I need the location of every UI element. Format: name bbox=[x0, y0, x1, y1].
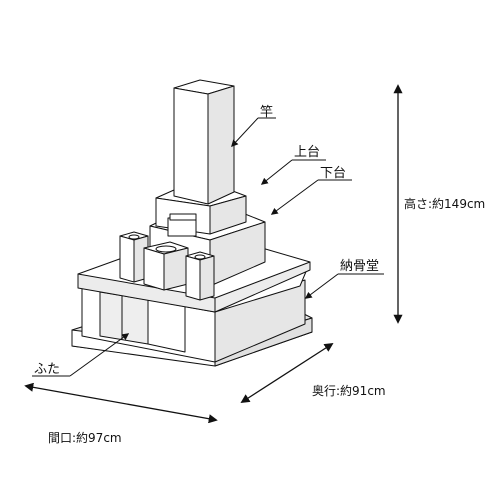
label-gedai: 下台 bbox=[320, 166, 346, 181]
flower-vase-right bbox=[185, 251, 215, 301]
label-sao: 竿 bbox=[260, 104, 273, 120]
depth-arrow bbox=[240, 343, 334, 403]
incense-holder bbox=[143, 241, 189, 291]
label-width: 間口:約97cm bbox=[48, 430, 122, 445]
label-jodai: 上台 bbox=[294, 145, 320, 160]
label-futa: ふた bbox=[34, 362, 60, 377]
width-arrow bbox=[24, 382, 218, 424]
label-height: 高さ:約149cm bbox=[404, 196, 485, 211]
main-pillar bbox=[173, 79, 235, 205]
label-depth: 奥行:約91cm bbox=[312, 383, 386, 398]
label-nokotsudo: 納骨堂 bbox=[340, 259, 379, 274]
ossuary-base bbox=[71, 247, 313, 367]
